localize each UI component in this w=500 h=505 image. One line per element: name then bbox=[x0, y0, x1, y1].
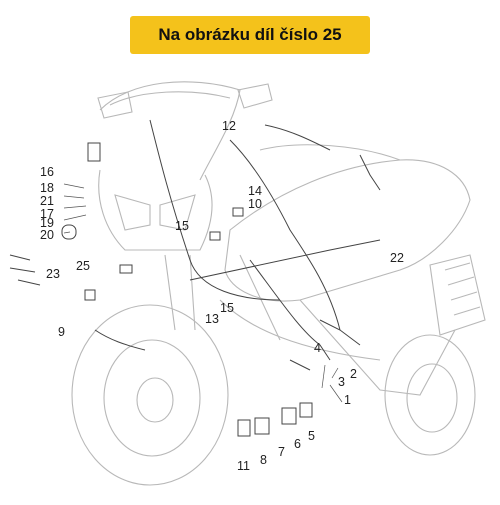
callout-21: 21 bbox=[40, 194, 54, 208]
leader-lines bbox=[63, 183, 343, 403]
callout-23: 23 bbox=[46, 267, 60, 281]
callout-12: 12 bbox=[222, 119, 236, 133]
part-number-banner: Na obrázku díl číslo 25 bbox=[130, 16, 370, 54]
callout-5: 5 bbox=[308, 429, 315, 443]
callout-22: 22 bbox=[390, 251, 404, 265]
callout-25: 25 bbox=[76, 259, 90, 273]
callout-16: 16 bbox=[40, 165, 54, 179]
callout-15-upper: 15 bbox=[175, 219, 189, 233]
wiring-harness bbox=[9, 119, 381, 371]
callout-9: 9 bbox=[58, 325, 65, 339]
callout-6: 6 bbox=[294, 437, 301, 451]
connectors bbox=[61, 142, 313, 437]
callout-7: 7 bbox=[278, 445, 285, 459]
callout-4: 4 bbox=[314, 341, 321, 355]
callout-17: 17 bbox=[40, 207, 54, 221]
callout-3: 3 bbox=[338, 375, 345, 389]
callout-2: 2 bbox=[350, 367, 357, 381]
callout-14: 14 bbox=[248, 184, 262, 198]
callout-1: 1 bbox=[344, 393, 351, 407]
callout-labels: 12 16 18 21 17 19 20 14 10 15 22 23 25 1… bbox=[40, 119, 404, 473]
callout-20: 20 bbox=[40, 228, 54, 242]
callout-8: 8 bbox=[260, 453, 267, 467]
callout-10: 10 bbox=[248, 197, 262, 211]
scooter-outline bbox=[71, 81, 486, 486]
callout-18: 18 bbox=[40, 181, 54, 195]
callout-13: 13 bbox=[205, 312, 219, 326]
callout-15-lower: 15 bbox=[220, 301, 234, 315]
callout-11: 11 bbox=[237, 459, 250, 473]
callout-19: 19 bbox=[40, 216, 54, 230]
